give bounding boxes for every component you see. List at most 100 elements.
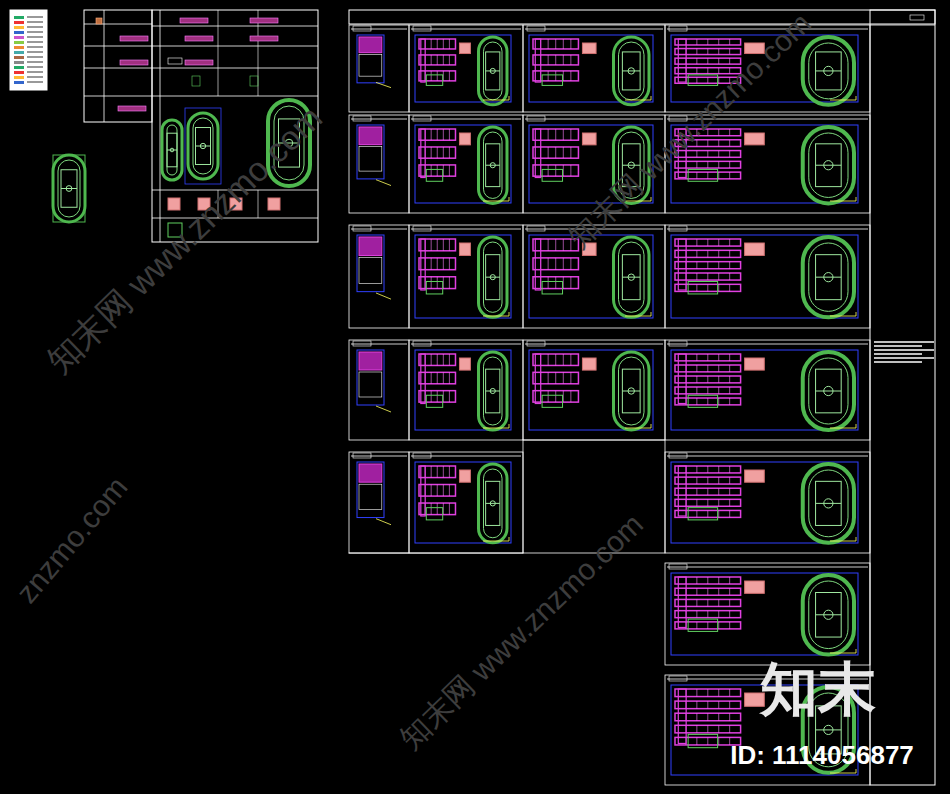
frame-line (707, 77, 708, 83)
frame-line (729, 387, 730, 394)
frame-line (667, 229, 868, 230)
frame-line (563, 129, 564, 140)
building-block (675, 701, 741, 709)
frame-line (729, 151, 730, 158)
frame-line (563, 239, 564, 251)
center-circle (628, 388, 634, 394)
frame-line (449, 71, 450, 81)
frame-line (437, 466, 438, 478)
frame-line (437, 71, 438, 81)
center-circle (824, 273, 833, 282)
frame-line (525, 119, 663, 120)
frame-line (729, 588, 730, 595)
frame-line (509, 424, 510, 428)
hall-block (745, 133, 765, 145)
frame-line (696, 466, 697, 473)
frame-line (856, 312, 857, 316)
frame-line (525, 29, 663, 30)
running-track (479, 352, 508, 430)
frame-line (376, 82, 391, 87)
title-bar (527, 341, 545, 346)
frame-line (555, 165, 556, 176)
legend-bar (14, 21, 24, 24)
frame-line (816, 391, 842, 392)
football-field (61, 170, 77, 208)
site-boundary (357, 350, 384, 405)
corridor-block (678, 577, 686, 627)
frame-line (696, 365, 697, 372)
frame-line (509, 312, 510, 316)
frame-line (555, 239, 556, 251)
legend-bar (27, 66, 43, 68)
site-boundary (529, 35, 653, 102)
plan-sketch (96, 18, 102, 24)
frame-line (729, 599, 730, 606)
frame-line (696, 58, 697, 64)
frame-line (555, 258, 556, 270)
frame-line (729, 239, 730, 246)
frame-line (548, 129, 549, 140)
hall-block (745, 243, 765, 255)
hall-block (459, 133, 470, 145)
site-boundary (529, 350, 653, 430)
frame-line (696, 499, 697, 506)
building-block (419, 55, 455, 65)
running-track (479, 237, 508, 317)
frame-line (555, 372, 556, 383)
frame-line (152, 26, 318, 27)
football-field (622, 255, 640, 300)
frame-line (729, 713, 730, 721)
grid-block (359, 484, 382, 509)
legend-bar (27, 46, 43, 48)
corridor-block (535, 39, 540, 82)
frame-line (437, 55, 438, 65)
frame-line (525, 344, 663, 345)
frame-line (443, 239, 444, 251)
frame-line (729, 701, 730, 709)
legend-bar (27, 71, 43, 73)
frame-line (696, 354, 697, 361)
frame-line (707, 172, 708, 179)
track-lane (484, 132, 503, 198)
title-bar (413, 26, 431, 31)
frame-line (696, 737, 697, 745)
frame-line (707, 284, 708, 291)
frame-line (696, 284, 697, 291)
football-field (816, 144, 842, 187)
frame-line (411, 29, 521, 30)
frame-line (729, 737, 730, 745)
frame-line (555, 147, 556, 158)
frame-line (431, 485, 432, 497)
frame-line (437, 165, 438, 176)
frame-line (696, 701, 697, 709)
frame-line (707, 499, 708, 506)
frame-line (718, 172, 719, 179)
frame-line (449, 129, 450, 140)
frame-line (437, 485, 438, 497)
building-block (675, 387, 741, 394)
corridor-block (678, 39, 686, 82)
legend-bar (27, 76, 43, 78)
frame-line (729, 725, 730, 733)
legend-bar (27, 31, 43, 33)
title-bar (527, 26, 545, 31)
frame-line (651, 312, 652, 316)
legend-bar (14, 36, 24, 39)
frame-line (707, 713, 708, 721)
frame-line (483, 100, 509, 101)
frame-line (729, 510, 730, 517)
frame-line (874, 353, 922, 355)
frame-line (449, 277, 450, 289)
frame-line (443, 485, 444, 497)
court-block (688, 395, 718, 407)
court-block (426, 169, 442, 181)
frame-line (874, 361, 922, 363)
running-track (803, 37, 854, 105)
center-circle (490, 163, 495, 168)
frame-line (449, 165, 450, 176)
frame-line (437, 503, 438, 515)
site-boundary (185, 108, 221, 184)
frame-line (729, 477, 730, 484)
sheet-cell (409, 115, 523, 213)
legend-bar (14, 31, 24, 34)
